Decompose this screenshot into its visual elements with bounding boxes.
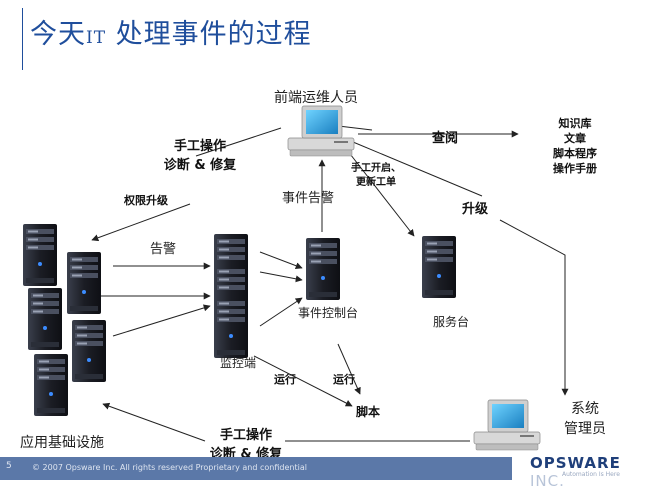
manual-ops-top-line2: 诊断 & 修复: [163, 158, 237, 173]
label-monitoring: 监控端: [220, 356, 257, 370]
edge-upgrade-b: [499, 219, 569, 396]
edge-upgrade-a: [352, 141, 483, 197]
edge-escalate-to-infra: [91, 203, 191, 242]
sysadmin-workstation-icon: [473, 399, 541, 451]
slide-title: 今天IT 处理事件的过程: [30, 12, 312, 51]
infra-server-icon: [23, 224, 57, 286]
title-it: IT: [86, 28, 107, 48]
sysadmin-line2: 管理员: [564, 421, 606, 437]
ticket-line1: 手工开启、: [351, 163, 401, 174]
label-infrastructure: 应用基础设施: [20, 435, 104, 451]
infra-server-icon: [28, 288, 62, 350]
brand-name: OPSWARE: [530, 454, 621, 472]
edge-mon-console-2: [259, 271, 303, 283]
label-upgrade: 升级: [462, 202, 489, 217]
label-sysadmin: 系统 管理员: [556, 399, 614, 439]
label-manual-ops-top: 手工操作 诊断 & 修复: [152, 135, 248, 173]
edge-mon-console-1: [259, 251, 303, 270]
label-run-left: 运行: [274, 373, 296, 386]
title-prefix: 今天: [30, 19, 86, 50]
brand-tagline: Automation Is Here: [562, 471, 620, 478]
edge-run-right: [337, 343, 361, 395]
label-event-alert: 事件告警: [282, 191, 335, 206]
edge-frontline-to-manual: [195, 127, 282, 157]
label-frontline-staff: 前端运维人员: [274, 90, 358, 106]
label-alarm: 告警: [150, 242, 177, 257]
kb-line3: 脚本程序: [553, 147, 597, 160]
edge-run-left: [253, 355, 353, 407]
label-lookup: 查阅: [432, 131, 459, 146]
sysadmin-line1: 系统: [571, 401, 599, 417]
label-escalate-privilege: 权限升级: [124, 194, 168, 207]
label-run-right: 运行: [333, 373, 355, 386]
infra-server-icon: [34, 354, 68, 416]
kb-line2: 文章: [564, 132, 586, 145]
label-knowledge-base: 知识库 文章 脚本程序 操作手册: [540, 116, 610, 176]
title-suffix: 处理事件的过程: [106, 19, 312, 50]
edge-mon-console-3: [259, 297, 303, 327]
ticket-line2: 更新工单: [356, 177, 396, 188]
slide: 今天IT 处理事件的过程: [0, 8, 651, 490]
edge-ticket: [346, 149, 415, 237]
label-service-desk: 服务台: [433, 315, 470, 329]
kb-line4: 操作手册: [553, 162, 597, 175]
page-number: 5: [6, 461, 12, 471]
title-rule: [22, 8, 23, 70]
edge-alarm-3: [112, 304, 211, 337]
label-script: 脚本: [356, 405, 381, 419]
label-ticket: 手工开启、 更新工单: [346, 162, 406, 190]
diagram-canvas: [23, 105, 569, 451]
frontline-workstation-icon: [287, 105, 355, 157]
infra-server-icon: [72, 320, 106, 382]
service-desk-server-icon: [422, 236, 456, 298]
event-console-server-icon: [306, 238, 340, 300]
monitoring-server-icon: [214, 296, 248, 358]
brand-logo: OPSWARE INC. Automation Is Here: [512, 451, 651, 490]
manual-ops-bottom-line1: 手工操作: [219, 428, 272, 443]
manual-ops-top-line1: 手工操作: [173, 139, 226, 154]
kb-line1: 知识库: [558, 117, 592, 130]
infra-server-icon: [67, 252, 101, 314]
footer-copyright: © 2007 Opsware Inc. All rights reserved …: [32, 463, 307, 472]
footer-bar: 5 © 2007 Opsware Inc. All rights reserve…: [0, 457, 651, 480]
brand-inc: INC.: [530, 472, 565, 490]
edge-manual-bottom-left: [102, 402, 206, 442]
label-event-console: 事件控制台: [298, 306, 359, 320]
